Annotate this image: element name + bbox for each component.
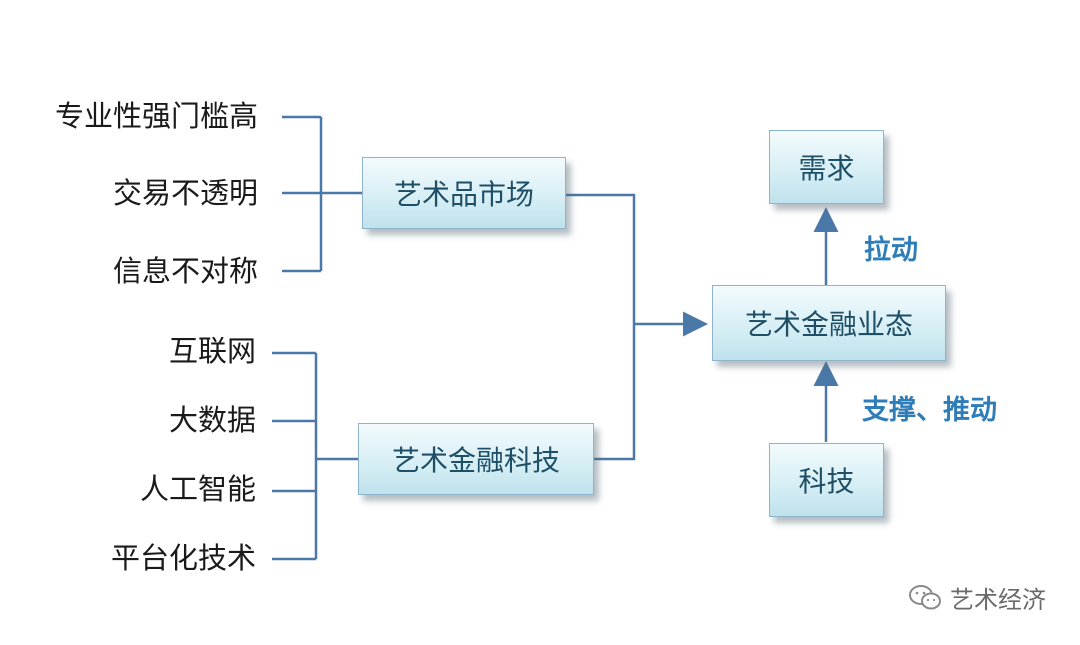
factor-label-info-asymmetry: 信息不对称	[112, 254, 258, 288]
box-art-fintech: 艺术金融科技	[358, 423, 594, 495]
connector-market-to-merge	[566, 193, 636, 461]
factor-label-ai: 人工智能	[139, 472, 256, 506]
edge-label-support-push: 支撑、推动	[862, 395, 997, 426]
watermark: 艺术经济	[908, 580, 1046, 615]
box-art-market-label: 艺术品市场	[393, 178, 534, 211]
factor-label-high-threshold: 专业性强门槛高	[54, 99, 258, 133]
watermark-text: 艺术经济	[950, 586, 1046, 614]
factor-label-opaque-trading: 交易不透明	[112, 176, 258, 210]
box-art-fintech-label: 艺术金融科技	[391, 444, 560, 477]
factor-label-platform-tech: 平台化技术	[110, 541, 256, 575]
box-demand-label: 需求	[798, 152, 855, 185]
box-art-market: 艺术品市场	[362, 157, 566, 229]
box-business-label: 艺术金融业态	[744, 308, 913, 341]
box-art-finance-business: 艺术金融业态	[712, 285, 946, 361]
factor-label-big-data: 大数据	[168, 403, 256, 437]
wechat-icon	[909, 584, 941, 609]
box-technology: 科技	[769, 443, 884, 517]
box-technology-label: 科技	[798, 465, 855, 498]
edge-label-pull: 拉动	[864, 235, 918, 266]
factor-label-internet: 互联网	[168, 334, 256, 368]
box-demand: 需求	[769, 130, 884, 204]
